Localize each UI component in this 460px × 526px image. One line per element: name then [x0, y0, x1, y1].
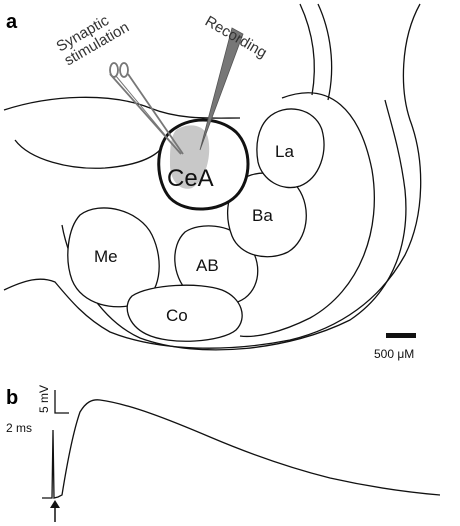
panel-a-letter: a — [6, 11, 18, 33]
trace-x-scale-label: 2 ms — [6, 421, 32, 435]
upper-right-stalk — [300, 4, 332, 100]
scale-bar-label: 500 μM — [374, 347, 414, 361]
upper-contour — [4, 97, 240, 118]
region-la-label: La — [275, 142, 294, 161]
stimulus-arrow-icon — [50, 500, 60, 522]
region-ba-label: Ba — [252, 206, 273, 225]
stimulation-label: Synaptic stimulation — [54, 5, 133, 69]
upper-left-contour — [15, 140, 160, 168]
region-me-label: Me — [94, 247, 118, 266]
region-co-label: Co — [166, 306, 188, 325]
region-ab-label: AB — [196, 256, 219, 275]
panel-b-letter: b — [6, 387, 18, 409]
scale-bar — [386, 333, 416, 338]
epsp-trace — [42, 400, 440, 498]
trace-y-scale-label: 5 mV — [37, 385, 51, 413]
region-cea-label: CeA — [167, 165, 214, 192]
trace-scale-bar — [55, 390, 69, 413]
